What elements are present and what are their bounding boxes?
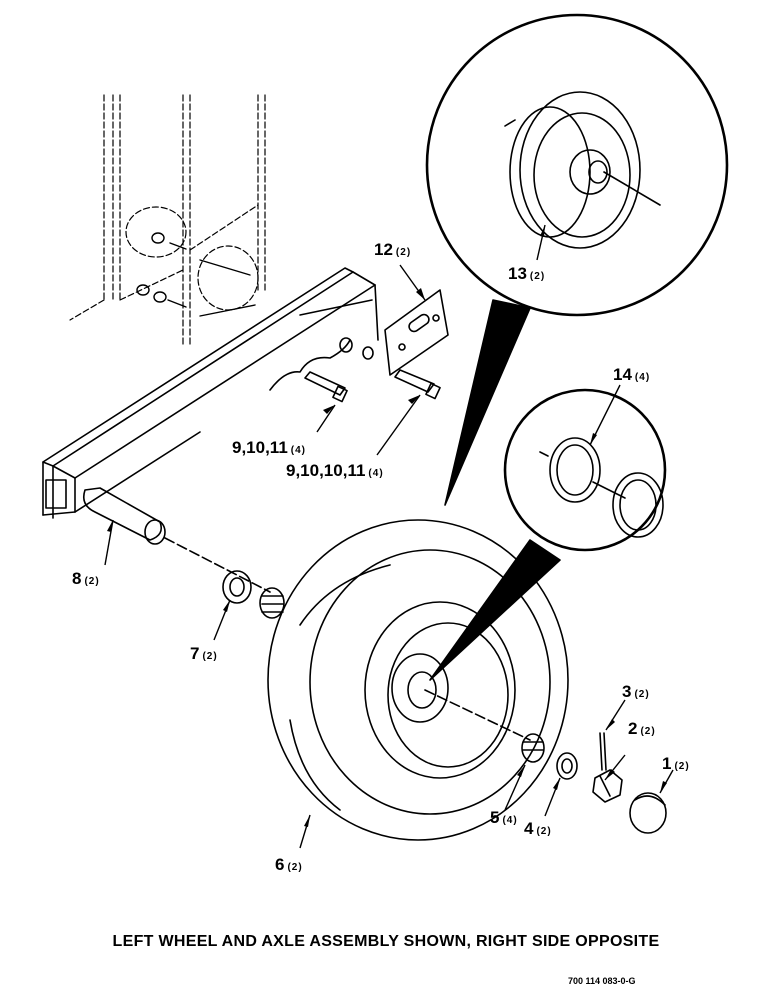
callout-labels: 1(2) 2(2) 3(2) 4(2) 5(4) 6(2) 7(2) 8(2) … <box>72 240 690 874</box>
figure-caption: LEFT WHEEL AND AXLE ASSEMBLY SHOWN, RIGH… <box>112 933 660 950</box>
callout-3: 3(2) <box>622 682 650 701</box>
callout-4: 4(2) <box>524 819 552 838</box>
callout-12: 12(2) <box>374 240 411 259</box>
callout-8: 8(2) <box>72 569 100 588</box>
callout-6: 6(2) <box>275 855 303 874</box>
detail-circle-14 <box>503 388 667 552</box>
hub-cap-1 <box>629 792 667 834</box>
callout-9-10-11: 9,10,11(4) <box>232 438 306 457</box>
axle-beam <box>42 267 379 519</box>
detail-circle-13 <box>425 13 729 317</box>
bolts <box>304 337 441 403</box>
callout-14: 14(4) <box>613 365 650 384</box>
spindle <box>82 487 271 593</box>
tire-6 <box>267 519 569 841</box>
castle-nut-2 <box>592 769 623 803</box>
callout-13: 13(2) <box>508 264 545 283</box>
callout-1: 1(2) <box>662 754 690 773</box>
frame-nuts <box>136 232 256 317</box>
figure-code: 700 114 083-0-G <box>568 976 636 986</box>
cotter-pin-3 <box>599 732 607 771</box>
bearing-inner <box>259 587 285 619</box>
bracket-12 <box>384 289 449 376</box>
washer-4 <box>556 752 578 780</box>
callout-2: 2(2) <box>628 719 656 738</box>
machine-frame-phantom <box>69 94 266 346</box>
bearing-5 <box>521 733 545 763</box>
callout-7: 7(2) <box>190 644 218 663</box>
callout-9-10-10-11: 9,10,10,11(4) <box>286 461 384 480</box>
washer-7 <box>222 570 252 604</box>
callout-5: 5(4) <box>490 808 518 827</box>
detail-leader-mid <box>429 539 561 681</box>
detail-leader-top <box>444 299 531 506</box>
